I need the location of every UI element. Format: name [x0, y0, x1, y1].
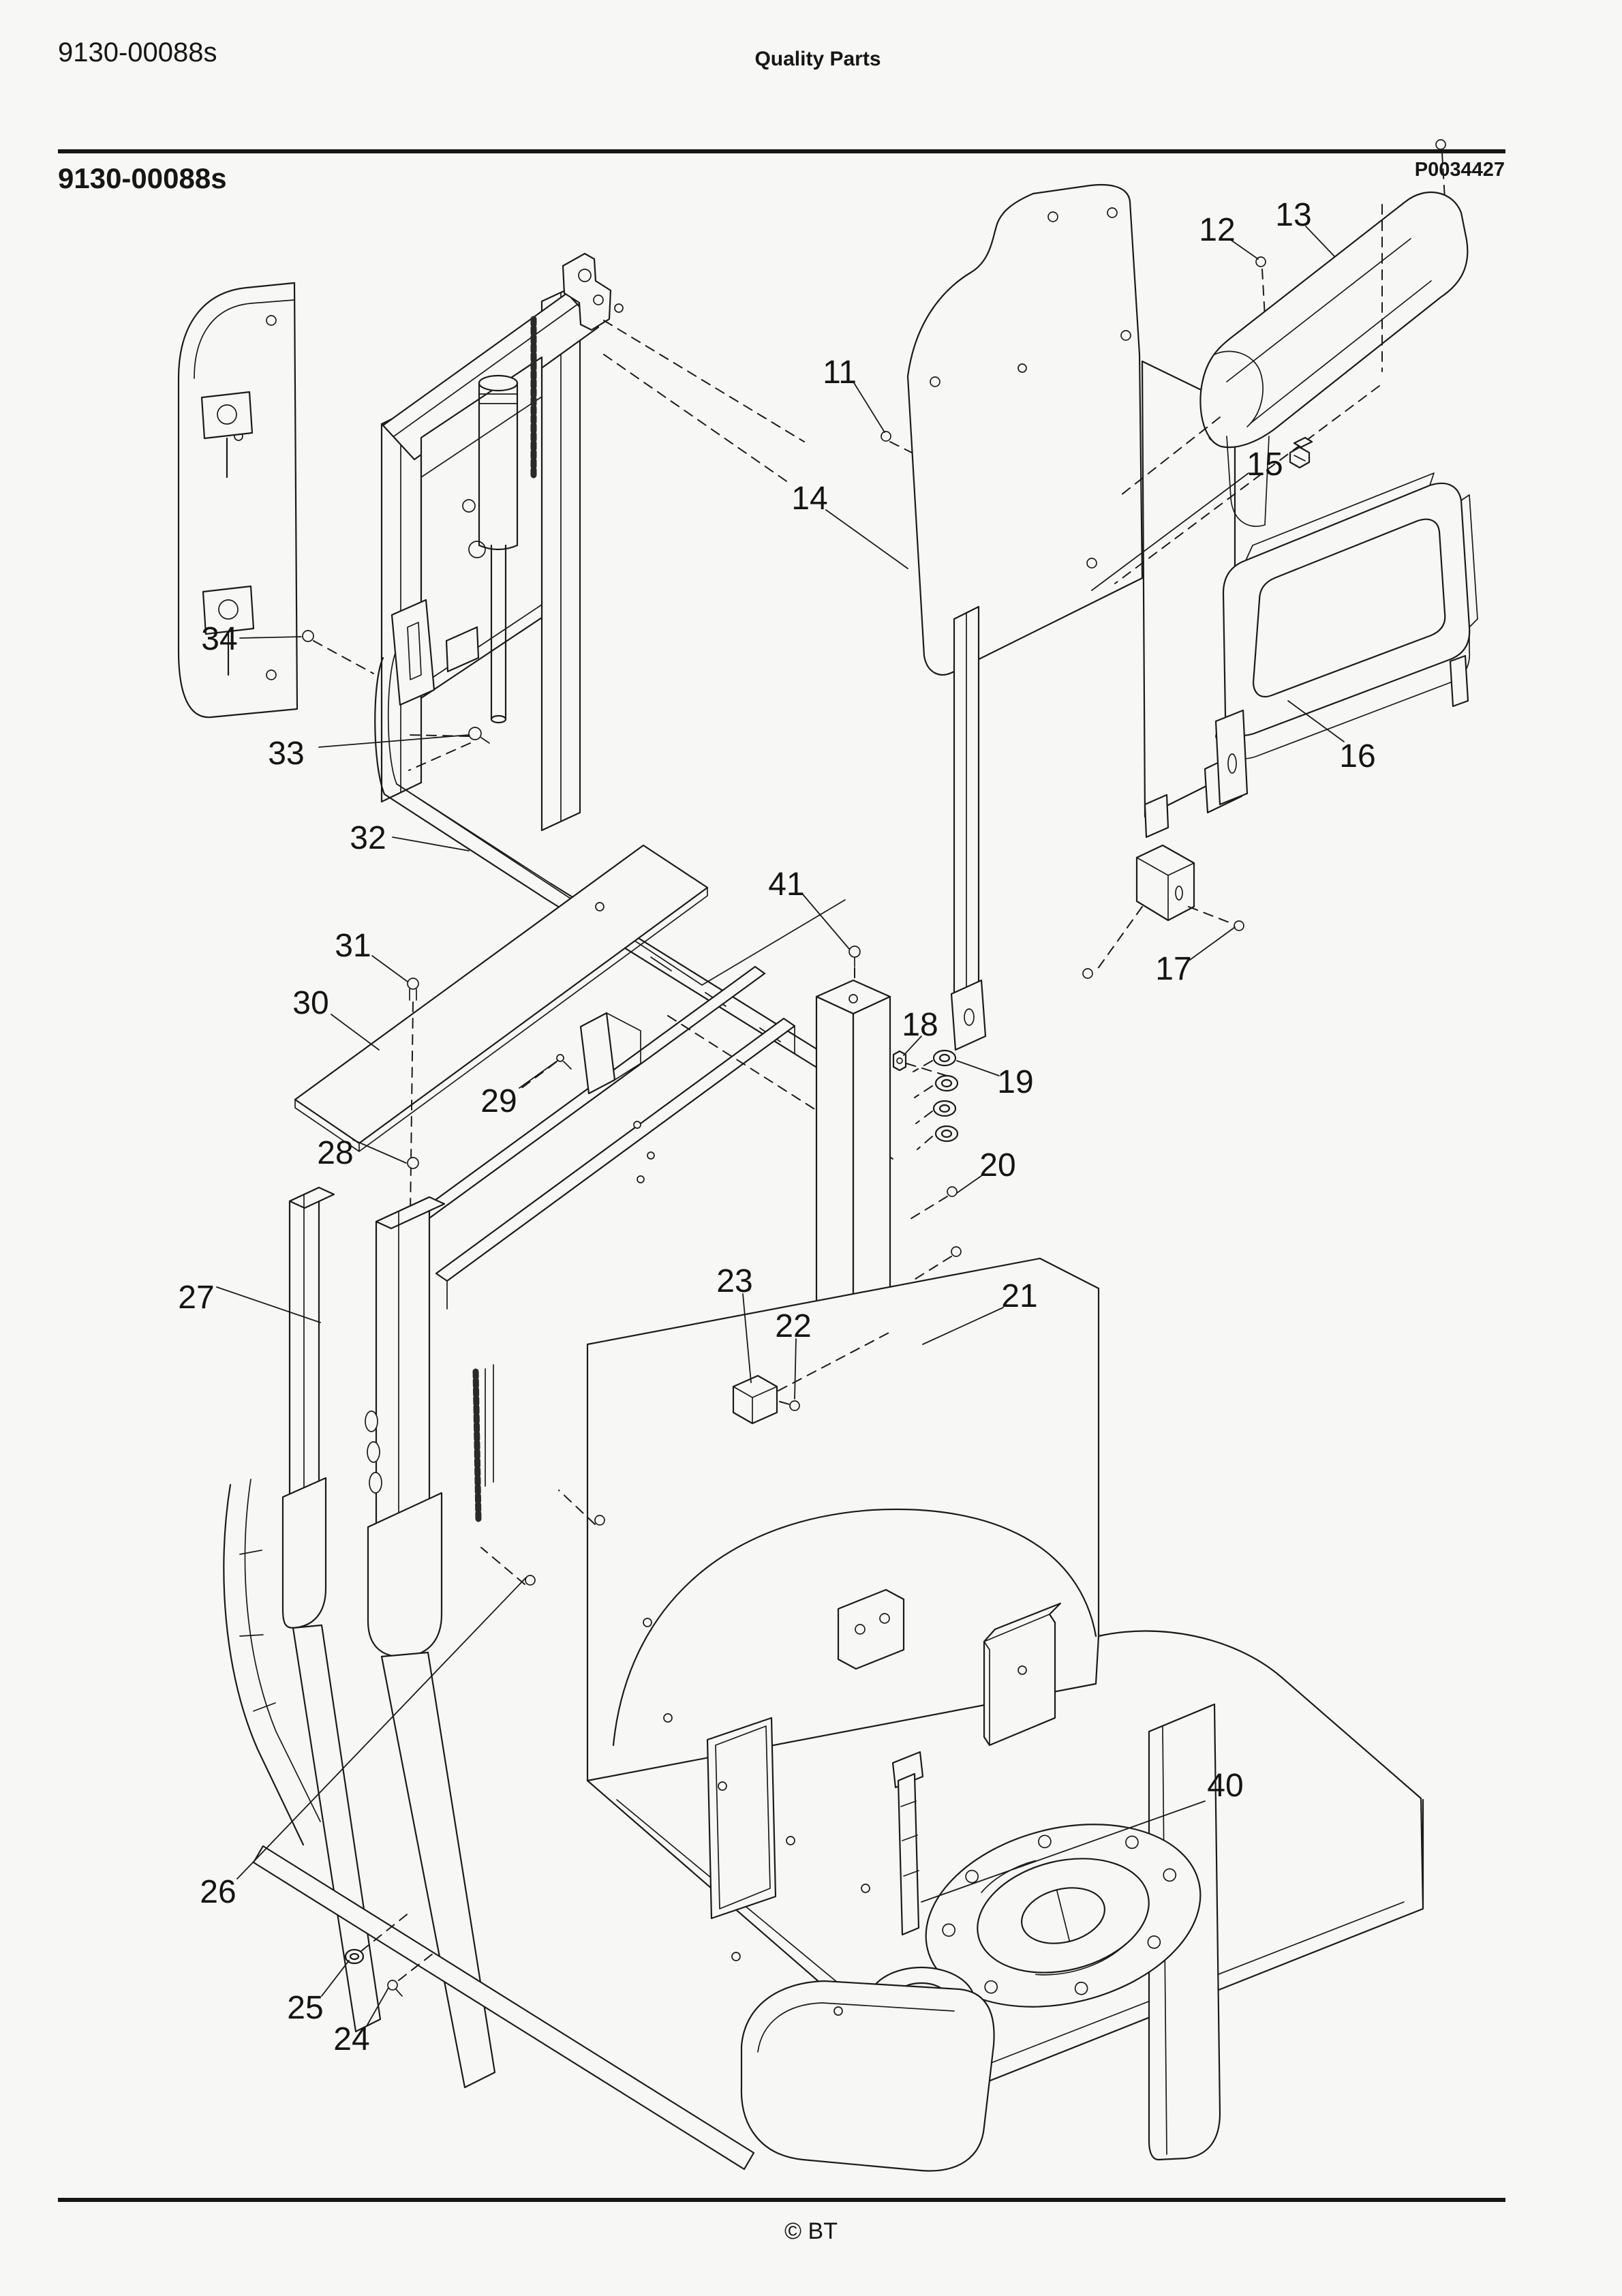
backrest-frame-16	[1214, 472, 1478, 806]
callout-labels: 11 12 13 14 15 16 17 18 19 20 21 22 23 24 25 26 27 28 29 30…	[178, 197, 1375, 2057]
screw-41	[848, 946, 861, 958]
callout-24: 24	[333, 2021, 369, 2057]
deck-screw-2	[525, 1575, 536, 1586]
turntable-plate	[925, 1824, 1202, 2008]
callout-28: 28	[317, 1135, 353, 1171]
front-fender	[740, 1980, 995, 2172]
callout-14: 14	[791, 481, 827, 517]
callout-41: 41	[768, 866, 804, 903]
callout-27: 27	[178, 1280, 214, 1316]
grommets-19	[913, 1049, 959, 1150]
callout-18: 18	[902, 1007, 938, 1043]
panel-14	[906, 184, 1144, 676]
mast-carriage-assembly	[177, 252, 805, 832]
screw-20b	[951, 1246, 962, 1257]
doc-code-top: 9130-00088s	[58, 37, 217, 67]
copyright: © BT	[784, 2218, 838, 2244]
callout-19: 19	[997, 1064, 1033, 1100]
back-panel-14-group	[803, 184, 1243, 1438]
callout-13: 13	[1275, 197, 1311, 233]
header: 9130-00088s Quality Parts 9130-00088s P0…	[58, 37, 1505, 194]
callout-20: 20	[979, 1147, 1015, 1183]
image-code: P0034427	[1415, 159, 1505, 181]
bolt-33	[468, 727, 482, 740]
footer-rule	[58, 2198, 1505, 2202]
clip-15	[1289, 436, 1313, 469]
footer: © BT	[58, 2198, 1505, 2244]
callout-30: 30	[292, 985, 328, 1021]
screw-24	[387, 1980, 398, 1991]
screw-28	[407, 1157, 419, 1169]
cover-13	[1199, 192, 1469, 449]
callout-34: 34	[201, 621, 237, 657]
callout-32: 32	[350, 820, 386, 856]
top-cover-13-group	[1114, 139, 1469, 584]
mount-bracket	[837, 1588, 905, 1670]
leader-lines	[216, 226, 1345, 2027]
screw-17b	[1082, 968, 1093, 979]
header-center-label: Quality Parts	[754, 48, 881, 70]
screw-31	[407, 978, 419, 990]
cover-plate-30-group	[294, 844, 893, 1310]
cowl	[612, 1509, 1097, 1747]
callout-21: 21	[1001, 1278, 1037, 1314]
exploded-drawing	[177, 139, 1478, 2172]
lift-chain-lower	[472, 1368, 482, 1522]
screw-34	[302, 630, 314, 642]
callout-29: 29	[480, 1083, 517, 1119]
base-strip	[252, 1845, 755, 2171]
page-title: 9130-00088s	[58, 162, 227, 194]
callout-22: 22	[775, 1308, 811, 1344]
mast-posts-27	[281, 1186, 496, 2089]
callout-26: 26	[200, 1874, 236, 1910]
callout-33: 33	[268, 736, 304, 772]
wheel-arch	[223, 1483, 305, 1846]
callout-25: 25	[287, 1990, 323, 2026]
screw-11	[881, 431, 891, 442]
callout-12: 12	[1199, 212, 1235, 248]
hatch-panel	[706, 1717, 777, 1920]
bracket-23-group	[732, 1330, 893, 1425]
callout-23: 23	[716, 1263, 752, 1299]
washer-screw-24-25	[344, 1912, 437, 1997]
screw-12b	[1435, 139, 1446, 150]
screw-17a	[1234, 920, 1244, 931]
screw-22	[789, 1400, 800, 1411]
pin-29	[556, 1054, 564, 1062]
header-rule	[58, 149, 1505, 153]
hydraulic-cylinder	[478, 374, 519, 724]
callout-11: 11	[823, 354, 857, 391]
foot-bracket-17-group	[1082, 844, 1244, 979]
callout-16: 16	[1339, 738, 1375, 774]
chassis-body	[223, 1186, 1424, 2172]
deck-screw	[594, 1515, 605, 1526]
washer-25	[344, 1948, 365, 1965]
callout-15: 15	[1246, 447, 1283, 483]
callout-40: 40	[1207, 1768, 1243, 1804]
screw-20a	[947, 1186, 958, 1197]
cable-duct	[891, 1751, 924, 1936]
callout-17: 17	[1155, 951, 1191, 987]
callout-31: 31	[335, 928, 371, 964]
